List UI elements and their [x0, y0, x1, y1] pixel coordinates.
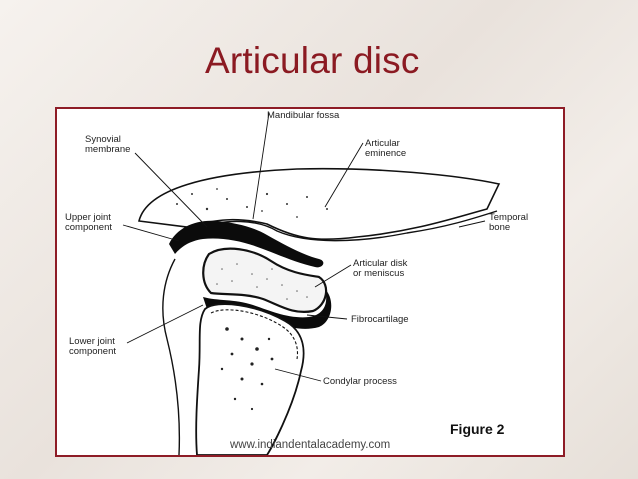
label-fibrocartilage: Fibrocartilage [351, 314, 409, 325]
watermark-text: www.indiandentalacademy.com [230, 439, 391, 451]
label-articular-eminence: Articular eminence [365, 138, 407, 159]
temporal-bone-shape [138, 167, 501, 241]
label-synovial-membrane: Synovial membrane [85, 134, 131, 155]
condylar-process-shape [195, 303, 305, 455]
articular-disc [202, 247, 328, 313]
label-condylar-process: Condylar process [323, 376, 397, 387]
label-articular-disk: Articular disk or meniscus [353, 258, 408, 279]
condyle-trabeculae [220, 327, 274, 411]
slide-title: Articular disc [205, 40, 420, 81]
temporal-bone-speckles [176, 188, 328, 218]
tmj-anatomy-diagram [122, 112, 501, 455]
ramus-posterior-outline [162, 258, 181, 455]
lower-joint-cavity [203, 289, 332, 329]
label-lower-joint-component: Lower joint component [69, 336, 117, 357]
label-mandibular-fossa: Mandibular fossa [267, 110, 340, 121]
label-upper-joint-component: Upper joint component [65, 212, 113, 233]
temporal-bone-lower-edge [196, 210, 498, 242]
upper-joint-cavity [169, 220, 324, 268]
disc-stipple [216, 263, 308, 300]
fibrocartilage-layer [210, 309, 299, 360]
label-temporal-bone: Temporal bone [489, 212, 529, 233]
figure-caption: Figure 2 [450, 421, 505, 437]
figure-frame: Mandibular fossa Synovial membrane Artic… [55, 107, 565, 457]
leader-lines [122, 112, 486, 382]
